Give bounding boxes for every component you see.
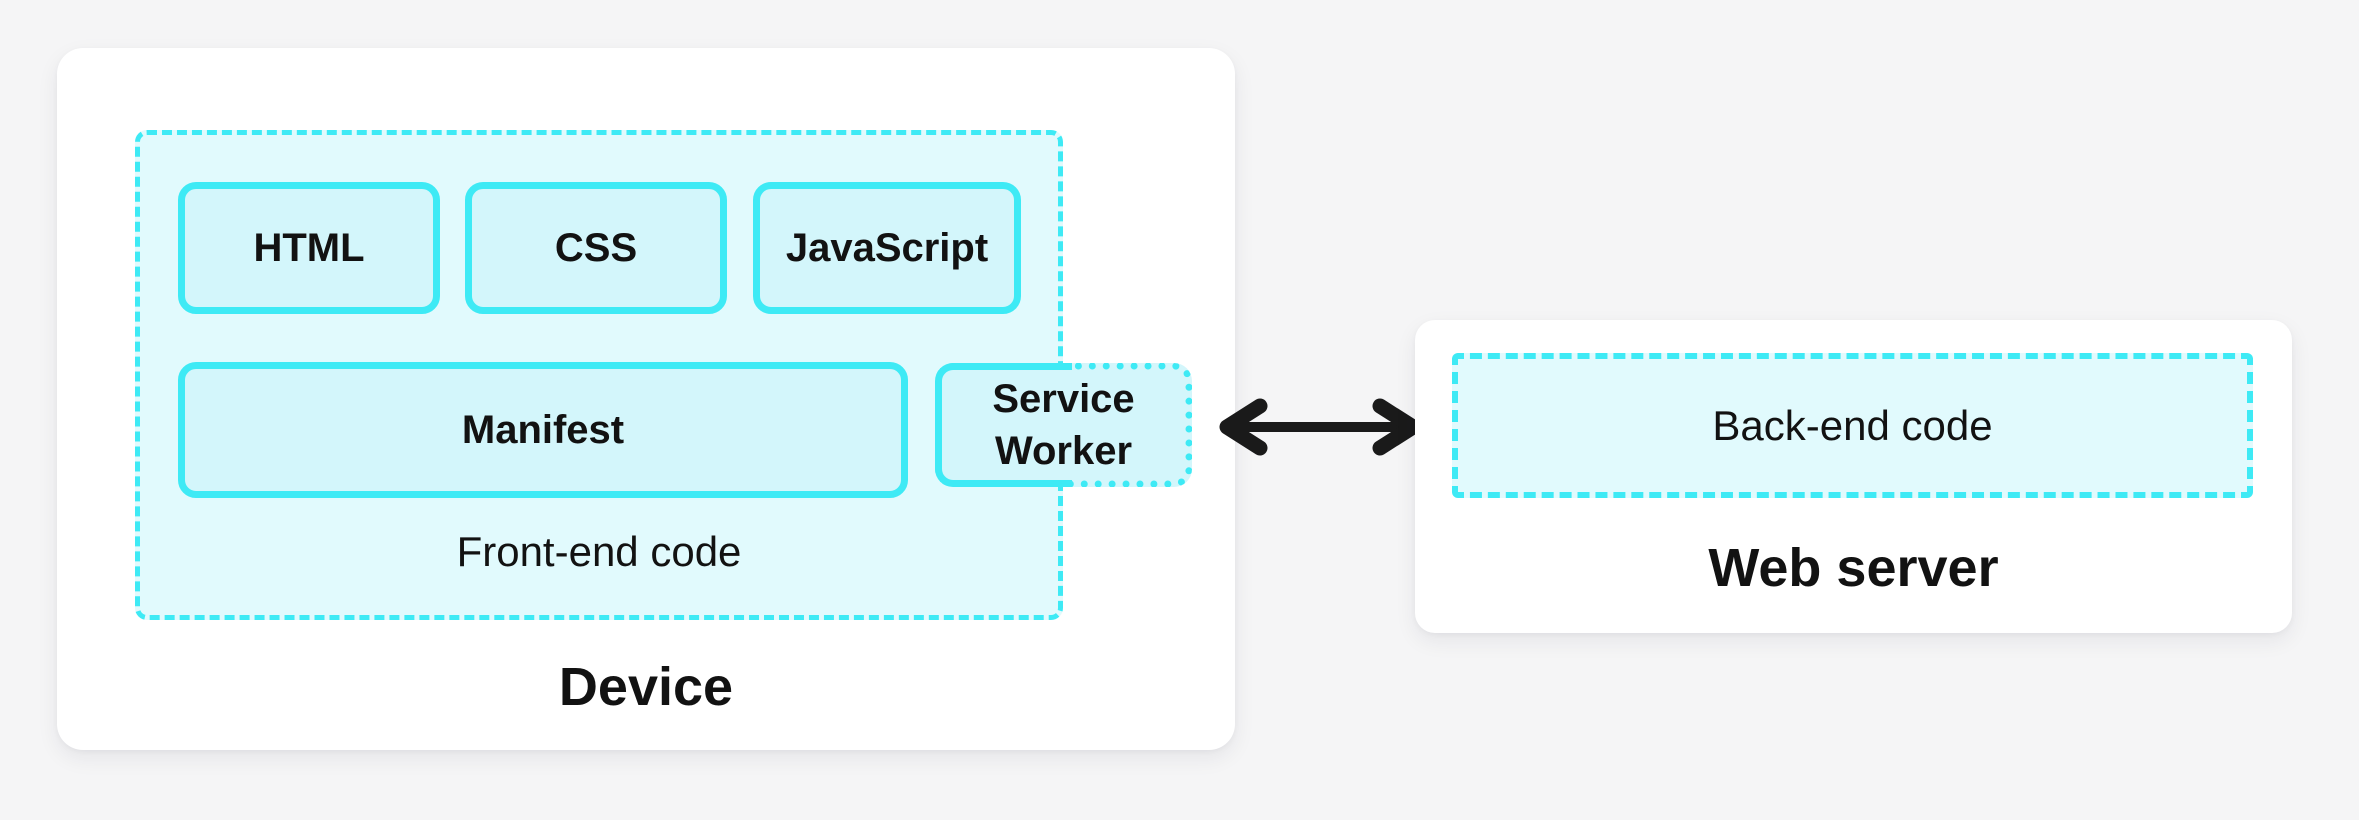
javascript-block: JavaScript	[753, 182, 1021, 314]
manifest-block: Manifest	[178, 362, 908, 498]
backend-code-container: Back-end code	[1452, 353, 2253, 498]
web-server-label: Web server	[1708, 538, 1999, 598]
html-block: HTML	[178, 182, 440, 314]
backend-code-label: Back-end code	[1712, 401, 1993, 449]
service-worker-block-label: Service Worker	[992, 377, 1135, 473]
css-block-label: CSS	[554, 225, 638, 270]
service-worker-solid-border	[935, 363, 1072, 487]
double-headed-arrow-icon	[1219, 398, 1421, 456]
service-worker-block: Service Worker	[935, 363, 1192, 487]
javascript-block-label: JavaScript	[785, 225, 989, 270]
frontend-code-label: Front-end code	[456, 528, 742, 575]
html-block-label: HTML	[253, 225, 365, 270]
manifest-block-label: Manifest	[461, 407, 625, 452]
device-label: Device	[558, 657, 734, 717]
css-block: CSS	[465, 182, 727, 314]
